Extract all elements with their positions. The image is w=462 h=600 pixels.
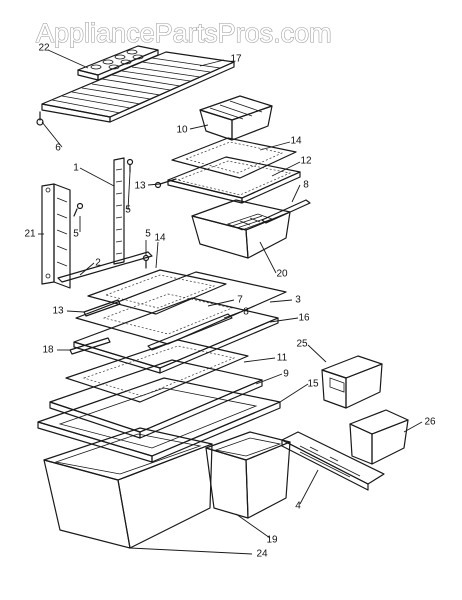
screws-5	[73, 158, 150, 269]
door-bin-25	[321, 355, 383, 409]
watermark-text: AppliancePartsPros.com	[36, 18, 332, 48]
egg-tray-22	[77, 45, 159, 81]
callout-3: 3	[295, 295, 301, 306]
shelf-bracket-21	[41, 183, 71, 289]
callout-labels: 22 17 10 6 14 12 1 13 8 5 5 21 5 14 2 20…	[24, 43, 436, 560]
bracket-rail-2	[57, 251, 153, 283]
callout-8-upper: 8	[303, 180, 309, 191]
callout-2: 2	[95, 258, 101, 269]
side-rail-8-middle	[147, 313, 233, 351]
callout-8-middle: 8	[243, 307, 249, 318]
callout-5-lower: 5	[145, 229, 151, 240]
callout-24: 24	[256, 549, 268, 560]
callout-15: 15	[307, 379, 319, 390]
crisper-drawer-24	[43, 427, 213, 549]
rail-13-middle	[83, 299, 121, 317]
drawer-cover-10	[199, 95, 273, 141]
rail-18	[69, 337, 111, 355]
callout-19: 19	[266, 535, 278, 546]
callout-17: 17	[230, 54, 242, 65]
callout-16: 16	[298, 313, 310, 324]
callout-13-middle: 13	[52, 306, 64, 317]
callout-12: 12	[300, 156, 312, 167]
crisper-drawer-19	[205, 431, 291, 519]
callout-10: 10	[176, 125, 188, 136]
wire-shelf-17	[36, 51, 235, 126]
glass-panel-7	[102, 293, 234, 335]
callout-5-left: 5	[73, 229, 79, 240]
callout-9: 9	[283, 369, 289, 380]
callout-14-middle: 14	[154, 233, 166, 244]
callout-22: 22	[38, 43, 50, 54]
shelf-frame-16	[73, 297, 279, 374]
callout-13-upper: 13	[134, 181, 146, 192]
callout-11: 11	[277, 353, 288, 364]
rail-13-upper	[154, 178, 177, 189]
shelf-3	[75, 271, 287, 345]
callout-25: 25	[296, 339, 308, 350]
drawer-slide-4	[281, 431, 385, 491]
crisper-pan-20	[191, 199, 291, 259]
callout-26: 26	[424, 417, 436, 428]
leader-lines	[38, 49, 423, 555]
callout-20: 20	[276, 269, 288, 280]
glass-insert-upper	[176, 160, 292, 196]
callout-5-upper: 5	[125, 205, 131, 216]
glass-shelf-14-middle	[87, 269, 227, 315]
glass-shelf-11	[65, 339, 249, 403]
callout-21: 21	[24, 229, 36, 240]
callout-6: 6	[55, 143, 61, 154]
door-bin-26	[349, 409, 409, 465]
callout-7: 7	[237, 295, 243, 306]
callout-14-upper: 14	[290, 136, 302, 147]
callout-4: 4	[295, 501, 301, 512]
callout-18: 18	[42, 345, 54, 356]
crisper-cover-9	[49, 359, 263, 439]
shelf-bracket-1	[113, 157, 125, 265]
callout-1: 1	[73, 163, 79, 174]
glass-shelf-14-upper	[171, 137, 297, 179]
